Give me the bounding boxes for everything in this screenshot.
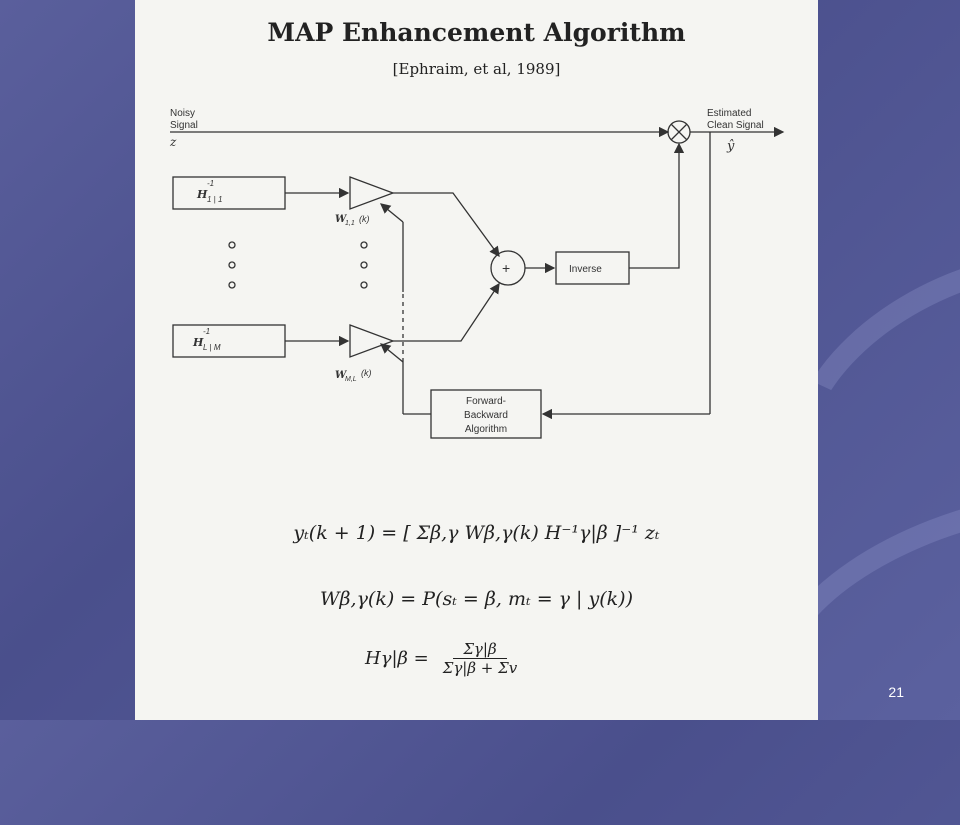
filter-box-top xyxy=(172,176,286,210)
inverse-box xyxy=(555,251,630,285)
filter-bottom-label: H xyxy=(192,336,204,349)
equation-3-numerator: Σγ|β xyxy=(453,640,507,659)
equation-1: yₜ(k + 1) = [ Σβ,γ Wβ,γ(k) H⁻¹γ|β ]⁻¹ zₜ xyxy=(293,522,660,544)
output-variable: ŷ xyxy=(726,139,735,154)
weight-bottom-arg: (k) xyxy=(361,368,372,378)
output-label: Estimated xyxy=(707,108,751,119)
sum-symbol: + xyxy=(502,260,510,276)
forward-backward-box xyxy=(430,389,542,439)
block-diagram: Noisy Signal z Estimated Clean Signal ŷ … xyxy=(169,108,785,439)
slide-title: MAP Enhancement Algorithm xyxy=(267,18,686,47)
equation-3-fraction: Σγ|β Σγ|β + Σv xyxy=(437,640,523,677)
filter-top-sub: 1 | 1 xyxy=(207,195,222,204)
summation-node xyxy=(490,250,526,286)
fb-label: Backward xyxy=(464,410,508,421)
weight-top-arg: (k) xyxy=(359,214,370,224)
gain-to-sum-line xyxy=(393,192,500,258)
equation-2: Wβ,γ(k) = P(sₜ = β, mₜ = γ | y(k)) xyxy=(320,588,633,610)
inverse-to-multiplier-line xyxy=(629,142,685,269)
weight-control-line xyxy=(379,343,404,363)
filter-bottom-sup: -1 xyxy=(203,327,210,336)
gain-to-sum-line xyxy=(393,282,500,342)
equation-3-denominator: Σγ|β + Σv xyxy=(442,659,518,677)
filter-box-bottom xyxy=(172,324,286,358)
input-variable: z xyxy=(169,135,177,149)
fb-label: Forward- xyxy=(466,396,506,407)
weight-control-line xyxy=(379,203,404,223)
gain-triangle-bottom xyxy=(349,324,395,358)
filter-top-label: H xyxy=(196,188,208,201)
input-label: Signal xyxy=(170,120,198,131)
filter-top-sup: -1 xyxy=(207,179,214,188)
weight-top-label: W xyxy=(335,214,348,225)
gain-triangle-top xyxy=(349,176,395,210)
inverse-label: Inverse xyxy=(569,264,602,275)
equation-3-lhs: Hγ|β = xyxy=(365,648,429,669)
weight-bottom-sub: M,L xyxy=(345,376,357,383)
equation-3: Hγ|β = Σγ|β Σγ|β + Σv xyxy=(365,640,523,677)
filter-bottom-sub: L | M xyxy=(203,343,221,352)
slide-page: MAP Enhancement Algorithm [Ephraim, et a… xyxy=(135,0,818,720)
ellipsis-dots xyxy=(228,241,368,289)
fb-label: Algorithm xyxy=(465,424,507,435)
multiplier-node xyxy=(667,120,691,144)
slide-number: 21 xyxy=(888,684,904,700)
multiply-icon xyxy=(670,123,688,141)
slide-citation: [Ephraim, et al, 1989] xyxy=(392,60,561,78)
input-label: Noisy xyxy=(170,108,195,119)
output-label: Clean Signal xyxy=(707,120,764,131)
weight-bottom-label: W xyxy=(335,370,348,381)
weight-top-sub: 1,1 xyxy=(345,220,355,227)
